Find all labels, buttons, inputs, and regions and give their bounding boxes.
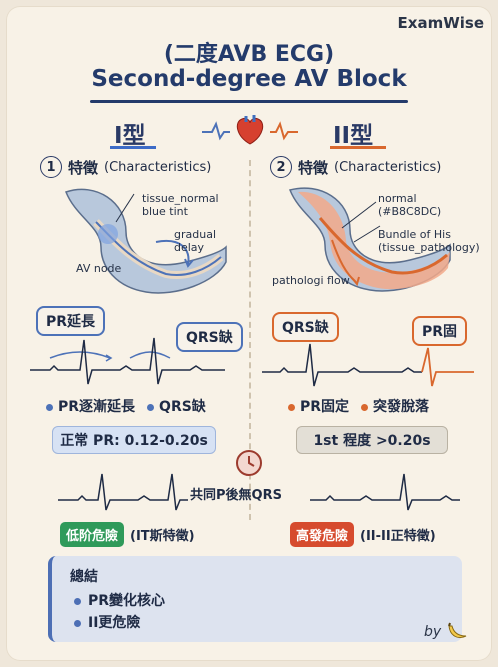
- summary-item-text: II更危險: [88, 615, 141, 631]
- ecg-strip-type-i: [30, 337, 225, 385]
- section-title: 特徵: [298, 158, 329, 177]
- right-bullet-item: 突發脫落: [361, 396, 429, 416]
- label-color-hex: (#B8C8DC): [378, 205, 442, 218]
- bubble-pr-fixed: PR固: [412, 316, 468, 346]
- high-risk-tag: 高發危險: [290, 522, 355, 547]
- label-pathologic-flow: pathologi flow: [272, 274, 350, 287]
- label-tissue-normal: tissue_normal: [142, 192, 219, 205]
- right-section-header: 2 特徵 (Characteristics): [270, 156, 441, 178]
- summary-item: PR變化核心: [74, 590, 165, 610]
- summary-title: 總結: [70, 569, 98, 585]
- common-text: 共同P後無QRS: [190, 488, 282, 503]
- by-credit: by: [424, 622, 468, 642]
- summary-item: II更危險: [74, 612, 140, 632]
- label-av-node: AV node: [76, 262, 122, 275]
- bullet-dot-icon: [74, 597, 81, 605]
- type-i-underline: [110, 146, 156, 149]
- heart-icon: [202, 115, 298, 145]
- left-section-header: 1 特徵 (Characteristics): [40, 156, 211, 178]
- right-risk-text: (II-II正特徵): [360, 529, 436, 544]
- bullet-dot-icon: [288, 403, 295, 411]
- bullet-text: PR逐漸延長: [58, 399, 136, 415]
- type-ii-heading: II型: [333, 123, 374, 149]
- right-risk: 高發危險 (II-II正特徵): [290, 522, 436, 547]
- bullet-text: 突發脫落: [373, 399, 430, 415]
- av-node-diagram-normal: [65, 188, 227, 294]
- by-text: by: [424, 624, 442, 640]
- column-divider: [249, 160, 251, 520]
- label-normal: normal: [378, 192, 417, 205]
- normal-pr-pill: 正常 PR: 0.12-0.20s: [52, 426, 216, 454]
- label-gradual: gradual: [174, 228, 216, 241]
- type-ii-underline: [330, 146, 386, 149]
- label-delay: delay: [174, 241, 205, 254]
- left-bullet-item: PR逐漸延長: [46, 396, 135, 416]
- right-bullet-item: PR固定: [288, 396, 349, 416]
- type-i-heading: I型: [114, 123, 146, 149]
- bubble-qrs-dropped-left: QRS缺: [176, 322, 243, 352]
- section-number: 1: [40, 156, 62, 178]
- bullet-dot-icon: [361, 403, 369, 411]
- low-risk-tag: 低阶危險: [60, 522, 125, 547]
- right-bullets: PR固定 突發脫落: [288, 396, 429, 416]
- av-node-diagram-pathology: [288, 187, 451, 292]
- left-risk: 低阶危險 (IT斯特徵): [60, 522, 195, 547]
- ecg-strip-type-ii: [262, 343, 474, 387]
- label-bundle-of-his: Bundle of His: [378, 228, 451, 241]
- label-blue-tint: blue tint: [142, 205, 188, 218]
- bubble-pr-prolonged: PR延長: [36, 306, 106, 336]
- summary-item-text: PR變化核心: [88, 593, 166, 609]
- section-title: 特徵: [68, 158, 99, 177]
- label-tissue-pathology: (tissue_pathology): [378, 241, 480, 254]
- banana-icon: [447, 622, 466, 639]
- bullet-text: QRS缺: [159, 399, 206, 415]
- summary-box: 總結 PR變化核心 II更危險: [48, 556, 462, 642]
- clock-icon: [236, 450, 262, 476]
- brand-logo: ExamWise: [397, 14, 484, 32]
- first-degree-pill: 1st 程度 >0.20s: [296, 426, 448, 454]
- section-number: 2: [270, 156, 292, 178]
- bullet-dot-icon: [74, 619, 81, 627]
- left-risk-text: (IT斯特徵): [130, 529, 195, 544]
- title-english: Second-degree AV Block: [91, 66, 407, 92]
- bubble-qrs-dropped-right: QRS缺: [272, 312, 339, 342]
- bullet-dot-icon: [147, 403, 155, 411]
- section-title-en: (Characteristics): [104, 159, 212, 175]
- section-title-en: (Characteristics): [334, 159, 442, 175]
- title-underline: [90, 100, 408, 103]
- bullet-dot-icon: [46, 403, 53, 411]
- left-bullets: PR逐漸延長 QRS缺: [46, 396, 206, 416]
- ecg-common-left: [58, 473, 188, 511]
- bullet-text: PR固定: [300, 399, 350, 415]
- left-bullet-item: QRS缺: [147, 396, 206, 416]
- ecg-common-right: [310, 473, 460, 511]
- title-chinese: (二度AVB ECG): [163, 42, 335, 67]
